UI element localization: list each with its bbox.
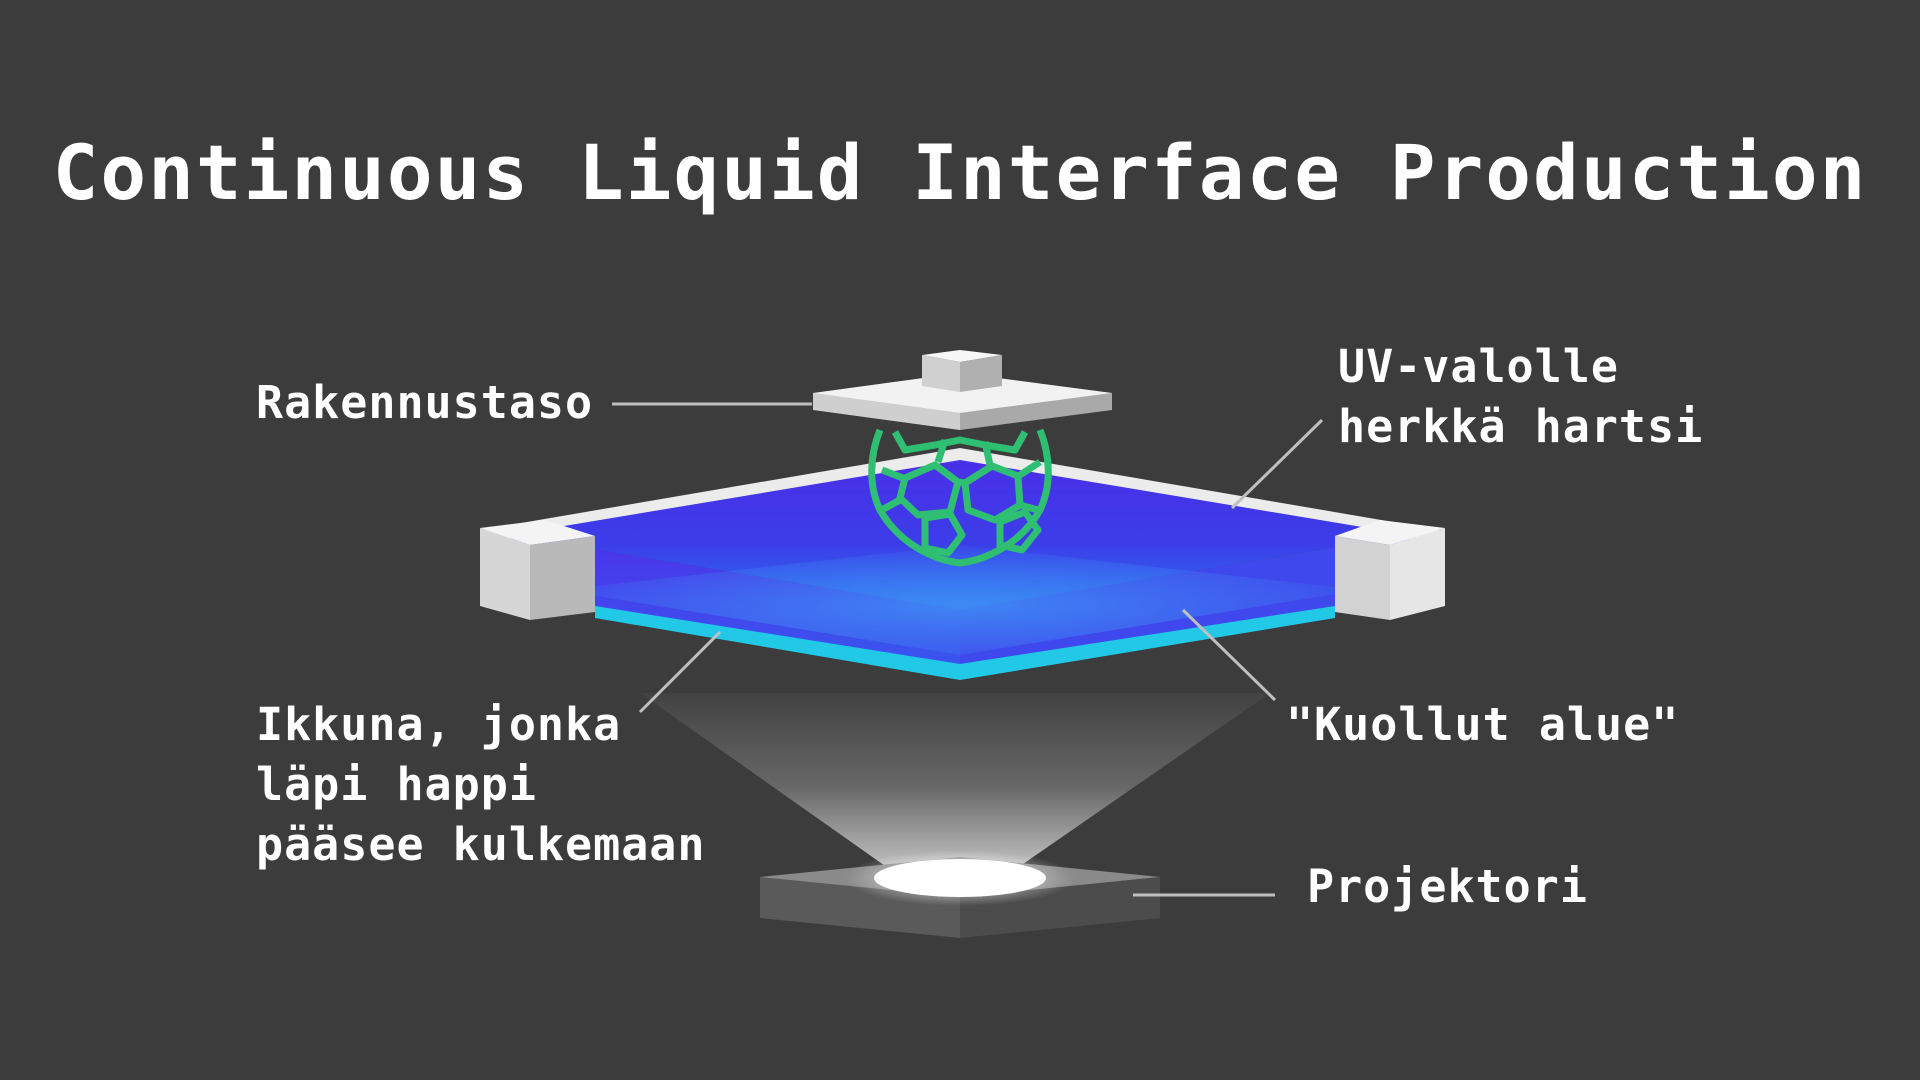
label-build-platform: Rakennustaso bbox=[256, 376, 594, 429]
vat-right-corner bbox=[1335, 520, 1445, 620]
label-dead-zone: "Kuollut alue" bbox=[1286, 698, 1680, 751]
leader-line-window bbox=[638, 630, 722, 714]
leader-line-resin bbox=[1230, 418, 1324, 510]
projector-lens bbox=[874, 859, 1046, 897]
label-resin-line-2: herkkä hartsi bbox=[1338, 400, 1704, 453]
label-window-line-1: Ikkuna, jonka bbox=[256, 698, 622, 751]
printed-part bbox=[868, 428, 1052, 567]
label-window: Ikkuna, jonka läpi happi pääsee kulkemaa… bbox=[256, 695, 705, 875]
build-platform bbox=[813, 350, 1112, 430]
label-window-line-3: pääsee kulkemaan bbox=[256, 818, 706, 871]
oxygen-permeable-window bbox=[595, 606, 1335, 680]
label-projector: Projektori bbox=[1307, 860, 1588, 913]
projector-unit bbox=[760, 850, 1160, 938]
label-resin-line-1: UV-valolle bbox=[1338, 340, 1619, 393]
leader-line-dead-zone bbox=[1181, 608, 1277, 702]
label-resin: UV-valolle herkkä hartsi bbox=[1338, 337, 1703, 457]
uv-light-beam bbox=[640, 693, 1270, 880]
dead-zone bbox=[560, 545, 1360, 655]
vat-left-corner bbox=[480, 520, 595, 620]
label-window-line-2: läpi happi bbox=[256, 758, 537, 811]
diagram-title: Continuous Liquid Interface Production bbox=[52, 128, 1868, 217]
